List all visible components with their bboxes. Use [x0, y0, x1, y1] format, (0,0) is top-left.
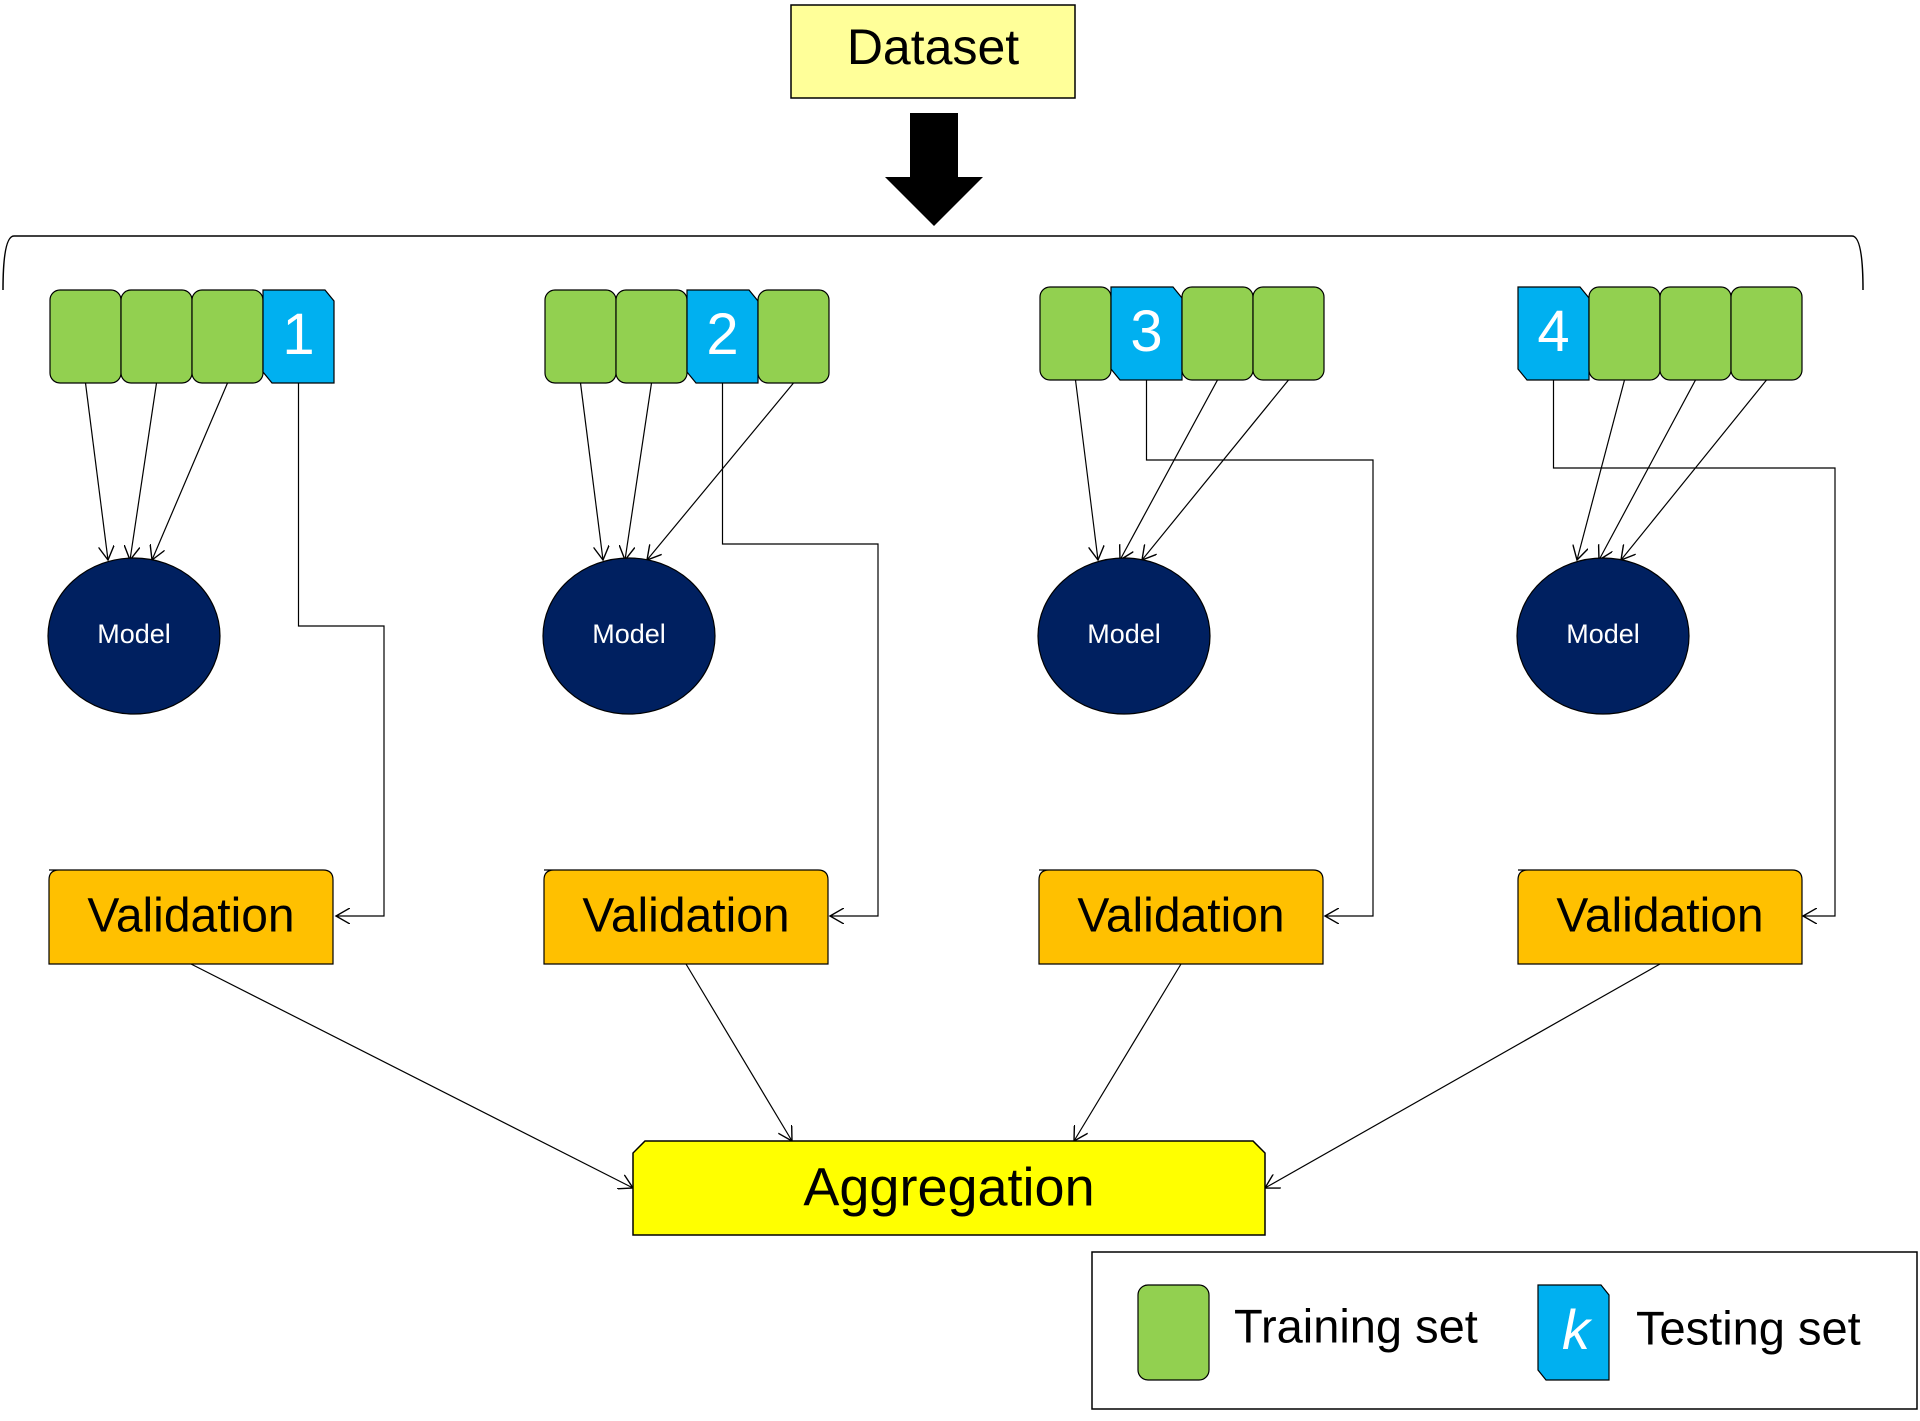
legend-training-swatch	[1137, 1284, 1210, 1381]
model-label: Model	[1566, 619, 1640, 649]
training-block	[1039, 286, 1112, 381]
dataset-node: Dataset	[790, 4, 1076, 99]
training-block	[1659, 286, 1732, 381]
train-to-model-arrow	[1599, 379, 1697, 560]
training-block	[1588, 286, 1661, 381]
test-to-validation-arrow	[1145, 380, 1374, 916]
training-block	[120, 289, 193, 384]
model-label: Model	[592, 619, 666, 649]
train-to-model-arrow	[1074, 379, 1099, 560]
train-to-model-arrow	[1120, 379, 1219, 560]
train-to-model-arrow	[152, 382, 229, 560]
validation-node	[543, 869, 829, 965]
legend-testing-label: Testing set	[1636, 1301, 1861, 1354]
aggregation-label: Aggregation	[803, 1157, 1094, 1217]
validation-label: Validation	[87, 890, 294, 943]
validation-label: Validation	[1077, 890, 1284, 943]
training-block	[615, 289, 688, 384]
folds-bracket	[2, 235, 1864, 291]
validation-to-aggregation-arrow	[685, 963, 792, 1141]
aggregation-node: Aggregation	[632, 1140, 1266, 1236]
train-to-model-arrow	[1142, 379, 1289, 560]
validation-label: Validation	[1556, 890, 1763, 943]
test-to-validation-arrow	[1552, 380, 1836, 916]
training-block	[1252, 286, 1325, 381]
training-block	[1730, 286, 1803, 381]
train-to-model-arrow	[579, 382, 604, 560]
validation-to-aggregation-arrow	[1074, 963, 1182, 1141]
testing-block	[262, 289, 335, 384]
validation-to-aggregation-arrow	[1265, 963, 1661, 1188]
train-to-model-arrow	[1577, 379, 1626, 560]
training-block	[1181, 286, 1254, 381]
legend-testing-symbol: k	[1562, 1298, 1593, 1361]
validation-to-aggregation-arrow	[190, 963, 633, 1188]
model-label: Model	[1087, 619, 1161, 649]
validation-node	[1517, 869, 1803, 965]
testing-block-number: 2	[706, 302, 738, 367]
train-to-model-arrow	[647, 382, 794, 560]
aggregation-box	[632, 1140, 1266, 1236]
legend-testing-swatch	[1537, 1284, 1610, 1381]
train-to-model-arrow	[1621, 379, 1767, 560]
testing-block-number: 1	[282, 302, 314, 367]
split-arrow-icon	[885, 113, 983, 226]
testing-block-number: 4	[1537, 299, 1569, 364]
train-to-model-arrow	[625, 382, 653, 560]
training-block	[757, 289, 830, 384]
model-node	[1037, 557, 1211, 715]
testing-block	[1517, 286, 1590, 381]
training-block	[49, 289, 122, 384]
training-block	[191, 289, 264, 384]
model-node	[1516, 557, 1690, 715]
validation-node	[48, 869, 334, 965]
train-to-model-arrow	[130, 382, 158, 560]
testing-block	[1110, 286, 1183, 381]
train-to-model-arrow	[84, 382, 109, 560]
validation-label: Validation	[582, 890, 789, 943]
model-node	[47, 557, 221, 715]
model-label: Model	[97, 619, 171, 649]
validation-node	[1038, 869, 1324, 965]
dataset-label: Dataset	[847, 19, 1019, 75]
test-to-validation-arrow	[721, 383, 879, 916]
legend: Training set k Testing set	[1091, 1251, 1918, 1410]
model-node	[542, 557, 716, 715]
testing-block	[686, 289, 759, 384]
legend-frame	[1091, 1251, 1918, 1410]
test-to-validation-arrow	[297, 383, 385, 916]
training-block	[544, 289, 617, 384]
legend-training-label: Training set	[1234, 1299, 1478, 1352]
testing-block-number: 3	[1130, 299, 1162, 364]
